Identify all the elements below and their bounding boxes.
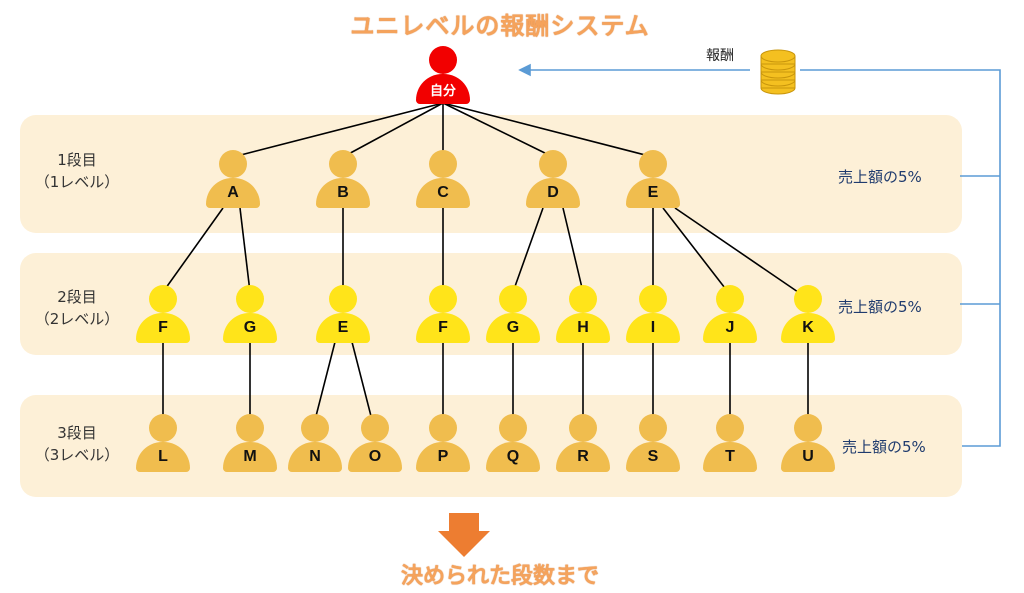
node-label: Q	[486, 442, 540, 472]
person-icon	[639, 285, 667, 313]
person-icon	[499, 414, 527, 442]
person-icon	[569, 285, 597, 313]
reward-label: 報酬	[706, 48, 734, 64]
level-1-name: 1段目	[57, 151, 97, 169]
person-icon	[236, 285, 264, 313]
node-label: T	[703, 442, 757, 472]
level-1-label: 1段目 （1レベル）	[22, 149, 132, 193]
level-2-node: J	[703, 285, 757, 349]
level-2-label: 2段目 （2レベル）	[22, 286, 132, 330]
diagram-title: ユニレベルの報酬システム	[350, 12, 650, 40]
node-label: E	[626, 178, 680, 208]
level-3-subname: （3レベル）	[34, 446, 120, 464]
level-2-node: H	[556, 285, 610, 349]
rate-label-level-3: 売上額の5%	[842, 438, 926, 456]
person-icon	[794, 285, 822, 313]
level-3-node: R	[556, 414, 610, 478]
level-3-node: O	[348, 414, 402, 478]
person-icon	[639, 150, 667, 178]
level-3-node: T	[703, 414, 757, 478]
person-icon	[301, 414, 329, 442]
node-label: S	[626, 442, 680, 472]
person-icon	[429, 150, 457, 178]
node-label: R	[556, 442, 610, 472]
level-1-subname: （1レベル）	[34, 173, 120, 191]
reward-arrowhead	[518, 63, 531, 77]
level-2-node: F	[136, 285, 190, 349]
node-label: M	[223, 442, 277, 472]
level-2-node: K	[781, 285, 835, 349]
level-1-node: A	[206, 150, 260, 214]
level-2-subname: （2レベル）	[34, 310, 120, 328]
level-1-node: E	[626, 150, 680, 214]
node-label: G	[223, 313, 277, 343]
level-2-node: F	[416, 285, 470, 349]
node-label: N	[288, 442, 342, 472]
down-arrow-icon	[438, 513, 490, 557]
level-3-node: P	[416, 414, 470, 478]
level-2-node: G	[223, 285, 277, 349]
level-1-band	[20, 115, 962, 233]
node-label: D	[526, 178, 580, 208]
rate-label-level-2: 売上額の5%	[838, 298, 922, 316]
level-3-node: Q	[486, 414, 540, 478]
self-node: 自分	[416, 46, 470, 110]
person-icon	[329, 150, 357, 178]
person-icon	[429, 285, 457, 313]
node-label: K	[781, 313, 835, 343]
node-label: J	[703, 313, 757, 343]
person-icon	[361, 414, 389, 442]
person-icon	[499, 285, 527, 313]
rate-label-level-1: 売上額の5%	[838, 168, 922, 186]
tree-connectors	[162, 102, 809, 421]
node-label: A	[206, 178, 260, 208]
node-label: G	[486, 313, 540, 343]
level-2-node: I	[626, 285, 680, 349]
person-icon	[149, 285, 177, 313]
node-label: L	[136, 442, 190, 472]
level-3-node: S	[626, 414, 680, 478]
person-icon	[716, 285, 744, 313]
self-label: 自分	[416, 74, 470, 104]
person-icon	[219, 150, 247, 178]
person-icon	[569, 414, 597, 442]
level-1-node: C	[416, 150, 470, 214]
person-icon	[716, 414, 744, 442]
node-label: O	[348, 442, 402, 472]
person-icon	[639, 414, 667, 442]
person-icon	[539, 150, 567, 178]
level-2-node: G	[486, 285, 540, 349]
person-icon	[236, 414, 264, 442]
person-icon	[429, 414, 457, 442]
level-3-node: U	[781, 414, 835, 478]
level-1-node: D	[526, 150, 580, 214]
level-3-label: 3段目 （3レベル）	[22, 422, 132, 466]
level-3-node: L	[136, 414, 190, 478]
person-icon	[429, 46, 457, 74]
level-1-node: B	[316, 150, 370, 214]
person-icon	[794, 414, 822, 442]
node-label: F	[136, 313, 190, 343]
level-3-node: N	[288, 414, 342, 478]
reward-flow-lines	[518, 63, 1001, 447]
node-label: E	[316, 313, 370, 343]
node-label: F	[416, 313, 470, 343]
node-label: I	[626, 313, 680, 343]
level-2-name: 2段目	[57, 288, 97, 306]
person-icon	[329, 285, 357, 313]
level-2-node: E	[316, 285, 370, 349]
node-label: B	[316, 178, 370, 208]
node-label: U	[781, 442, 835, 472]
node-label: C	[416, 178, 470, 208]
coin-stack-icon	[760, 49, 796, 95]
level-3-name: 3段目	[57, 424, 97, 442]
node-label: P	[416, 442, 470, 472]
person-icon	[149, 414, 177, 442]
level-3-node: M	[223, 414, 277, 478]
node-label: H	[556, 313, 610, 343]
bottom-caption: 決められた段数まで	[400, 564, 599, 589]
